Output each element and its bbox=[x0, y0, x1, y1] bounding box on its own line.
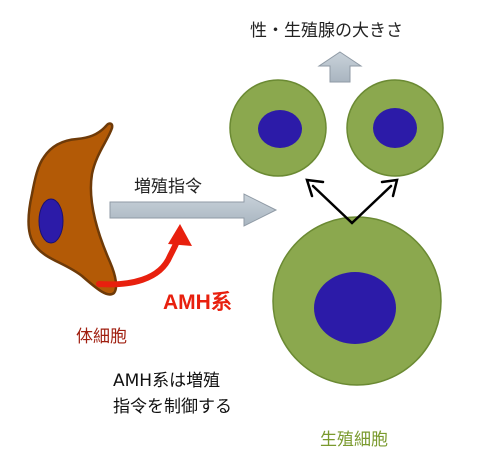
germ-cell-label: 生殖細胞 bbox=[320, 430, 388, 450]
gonad-size-up-arrow bbox=[317, 51, 363, 83]
division-arrow-right bbox=[350, 184, 393, 225]
division-arrow-left bbox=[311, 184, 354, 225]
control-note-line1: AMH系は増殖 bbox=[113, 371, 221, 391]
gonad-size-label: 性・生殖腺の大きさ bbox=[250, 21, 403, 41]
proliferation-signal-arrow bbox=[109, 193, 278, 227]
amh-arrow-head bbox=[168, 224, 192, 246]
division-arrow-right-head bbox=[380, 178, 399, 198]
control-note-line2: 指令を制御する bbox=[113, 397, 232, 417]
somatic-nucleus bbox=[38, 198, 64, 244]
control-note: AMH系は増殖 指令を制御する bbox=[113, 368, 232, 420]
division-arrow-left-head bbox=[305, 178, 325, 198]
somatic-cell bbox=[27, 122, 118, 296]
proliferation-signal-label: 増殖指令 bbox=[134, 177, 202, 197]
amh-system-label: AMH系 bbox=[163, 291, 232, 314]
division-arrows bbox=[305, 178, 399, 225]
daughter-germ-nucleus-right bbox=[373, 108, 417, 148]
daughter-germ-nucleus-left bbox=[258, 110, 302, 148]
germ-cell-nucleus bbox=[314, 272, 396, 344]
somatic-cell-label: 体細胞 bbox=[76, 327, 127, 347]
